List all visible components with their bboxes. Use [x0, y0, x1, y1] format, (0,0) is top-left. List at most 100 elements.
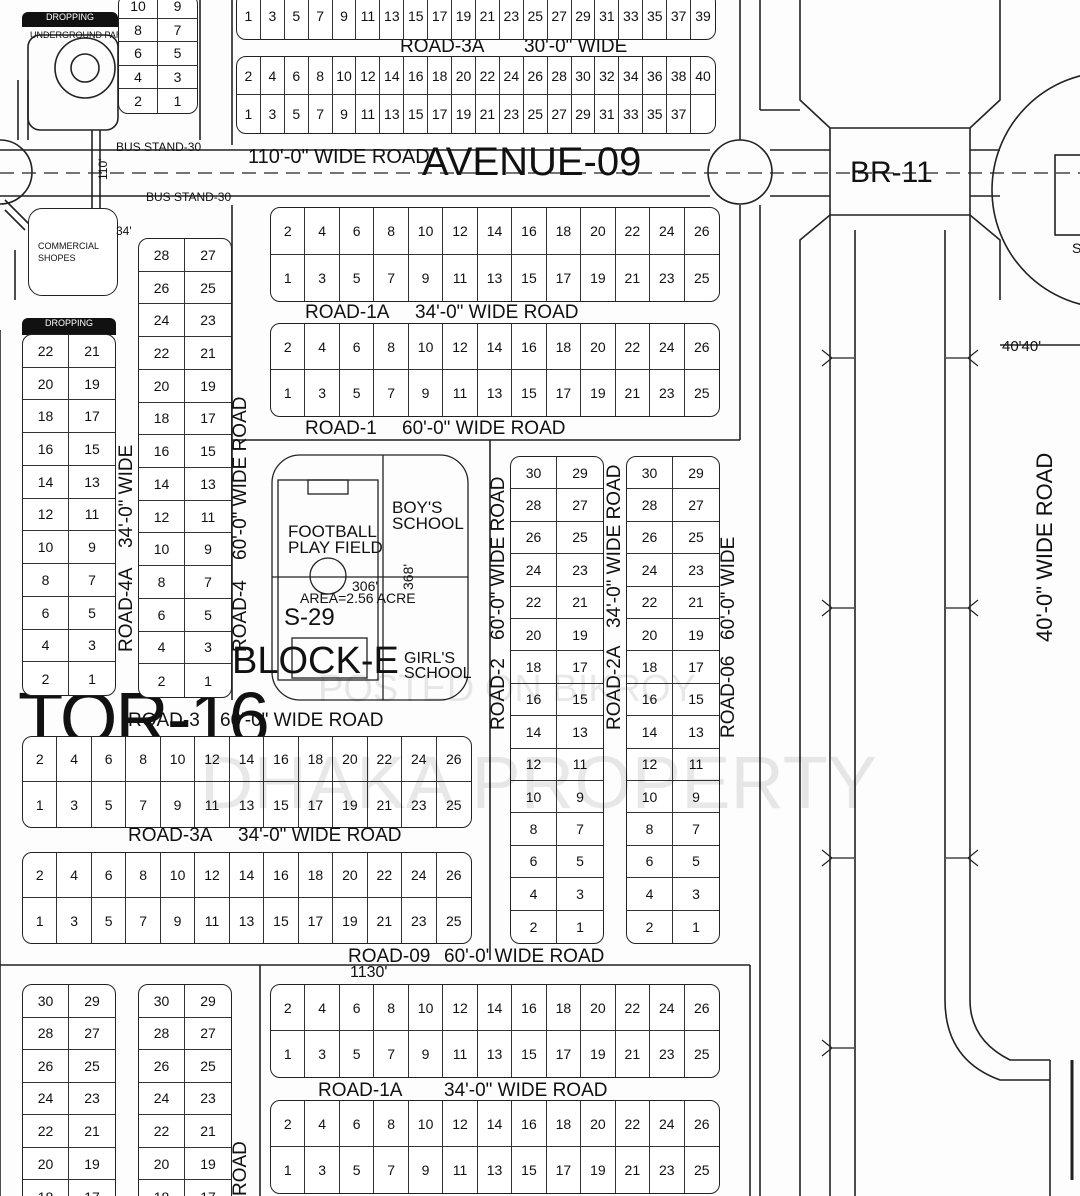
plot-number: 13: [478, 370, 513, 416]
plot-number: 6: [339, 208, 375, 255]
plot-number: 12: [195, 853, 230, 898]
bus-stand-label-2: BUS STAND-30: [146, 190, 232, 204]
plot-number: 2: [271, 985, 306, 1031]
plot-number: 12: [443, 1101, 478, 1147]
plot-number: 26: [627, 521, 673, 555]
plot-number: 17: [557, 651, 603, 684]
plot-number: 11: [195, 782, 230, 827]
plot-number: 19: [185, 1148, 231, 1181]
plot-number: 2: [271, 208, 306, 255]
plot-number: 10: [119, 0, 158, 19]
plot-number: 21: [185, 337, 231, 370]
plot-number: 24: [402, 737, 437, 782]
plot-number: 5: [285, 0, 309, 39]
plot-number: 10: [160, 853, 196, 898]
plot-number: 13: [673, 716, 719, 749]
far-right-rect: [1054, 154, 1080, 236]
plot-number: 7: [374, 254, 409, 301]
plot-number: 12: [443, 324, 478, 370]
plot-number: 36: [643, 57, 668, 95]
plot-number: 5: [340, 1031, 375, 1077]
plot-number: 27: [69, 1018, 115, 1051]
plot-number: 7: [126, 782, 161, 827]
plot-number: 14: [23, 465, 69, 499]
plot-number: 24: [23, 1082, 69, 1116]
road1a-2-name: ROAD-1A: [318, 1080, 403, 1101]
commercial-shop-block: [28, 208, 118, 296]
plot-number: 10: [627, 781, 673, 814]
plot-number: 28: [139, 1017, 185, 1051]
plot-number: 8: [374, 324, 409, 370]
plot-number: 27: [673, 489, 719, 522]
plot-number: 20: [452, 57, 476, 95]
plot-number: 6: [339, 1101, 375, 1147]
plot-number: 26: [139, 271, 185, 305]
plot-number: 5: [92, 782, 127, 827]
plot-number: 17: [547, 370, 582, 416]
plot-number: 14: [477, 985, 513, 1031]
plot-number: 20: [333, 737, 368, 782]
plot-number: 17: [547, 254, 582, 301]
road3-width: 60'-0" WIDE ROAD: [220, 710, 384, 731]
plot-number: 13: [478, 1147, 513, 1193]
plot-number: 16: [627, 683, 673, 717]
plot-number: 9: [185, 533, 231, 567]
plot-number: 2: [23, 662, 69, 695]
dropping-label: DROPPING: [45, 12, 94, 22]
plot-number: 10: [408, 208, 444, 255]
plot-number: 21: [69, 335, 115, 368]
plot-number: 19: [333, 898, 368, 943]
plot-number: 21: [476, 95, 500, 133]
plot-number: 18: [139, 402, 185, 436]
plot-number: 26: [684, 1101, 719, 1147]
plot-number: 7: [309, 95, 333, 133]
plot-number: 5: [340, 254, 375, 301]
plot-number: 16: [512, 208, 547, 255]
plot-number: 17: [428, 95, 453, 133]
plot-number: 15: [264, 898, 299, 943]
plot-number: 35: [643, 95, 668, 133]
road1a-name: ROAD-1A: [305, 302, 390, 323]
plot-number: 6: [511, 845, 557, 879]
plot-number: 9: [409, 370, 444, 416]
plot-number: 24: [402, 853, 437, 898]
road06-width: 60'-0" WIDE: [718, 536, 739, 640]
plot-number: 40: [691, 57, 715, 95]
plot-number: 11: [356, 0, 381, 39]
plot-number: 6: [91, 853, 127, 898]
plot-number: 22: [367, 853, 403, 898]
plot-number: 14: [229, 737, 265, 782]
parking-ring-outer: [54, 37, 116, 99]
plot-number: 6: [139, 598, 185, 632]
plot-number: 22: [627, 586, 673, 619]
plot-number: 9: [161, 898, 196, 943]
plot-number: 3: [305, 1147, 340, 1193]
plot-number: 30: [23, 985, 69, 1018]
plot-number: 24: [139, 1082, 185, 1116]
plot-number: 5: [92, 898, 127, 943]
plot-number: 13: [478, 1031, 513, 1077]
plot-number: 11: [673, 749, 719, 781]
plot-number: 13: [69, 466, 115, 499]
plot-number: 12: [511, 748, 557, 781]
plot-number: 30: [627, 457, 673, 490]
road3a-width: 34'-0" WIDE ROAD: [238, 825, 402, 846]
plot-number: 22: [615, 985, 651, 1031]
plot-number: 3: [185, 632, 231, 665]
avenue-width-label: 110'-0" WIDE ROAD: [248, 146, 430, 168]
plot-number: 19: [185, 370, 231, 403]
plot-number: 21: [616, 254, 651, 301]
plot-number: 23: [650, 370, 685, 416]
commercial-label-1: COMMERCIAL: [38, 241, 100, 251]
plot-number: 18: [546, 1101, 582, 1147]
plot-number: 26: [523, 57, 548, 95]
plot-number: 22: [511, 586, 557, 619]
plot-number: 17: [673, 651, 719, 684]
girls-school-label-2: SCHOOL: [404, 665, 472, 682]
watermark-line2: DHAKA PROPERTY: [200, 741, 878, 824]
